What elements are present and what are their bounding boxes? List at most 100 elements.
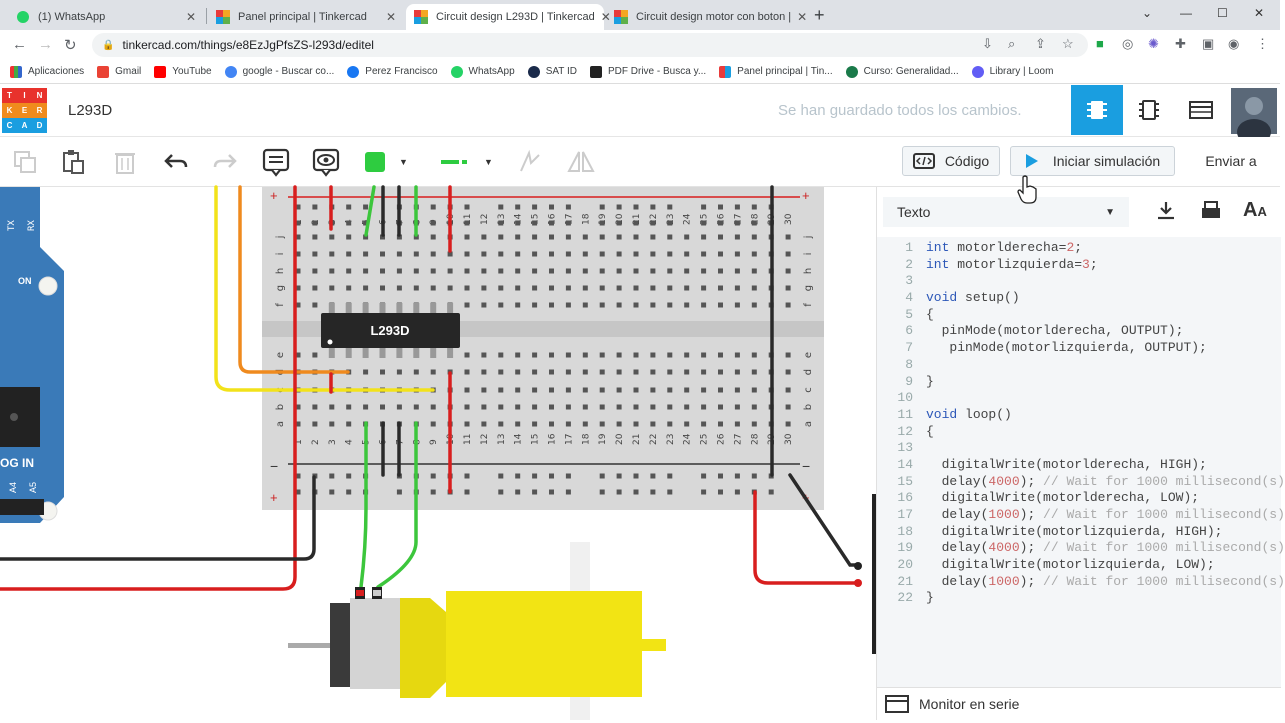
breadboard-hole[interactable] xyxy=(616,302,622,308)
breadboard-hole[interactable] xyxy=(667,387,673,393)
breadboard-hole[interactable] xyxy=(549,421,554,427)
rail-hole[interactable] xyxy=(464,489,470,495)
breadboard-hole[interactable] xyxy=(582,285,588,291)
breadboard-hole[interactable] xyxy=(684,421,690,427)
code-line[interactable]: delay(1000); // Wait for 1000 millisecon… xyxy=(926,573,1285,589)
breadboard-hole[interactable] xyxy=(718,421,723,427)
code-line[interactable]: { xyxy=(926,423,934,439)
breadboard-hole[interactable] xyxy=(549,404,554,410)
breadboard-hole[interactable] xyxy=(532,369,538,375)
tab-circuit-motor[interactable]: Circuit design motor con boton | ✕ xyxy=(606,4,807,30)
breadboard-hole[interactable] xyxy=(549,369,554,375)
breadboard-hole[interactable] xyxy=(329,234,335,240)
rail-hole[interactable] xyxy=(565,204,571,210)
bookmark-apps[interactable]: Aplicaciones xyxy=(10,65,84,78)
code-button[interactable]: Código xyxy=(902,146,1000,176)
breadboard-hole[interactable] xyxy=(549,268,554,274)
breadboard-hole[interactable] xyxy=(498,369,504,375)
breadboard-hole[interactable] xyxy=(616,404,622,410)
breadboard-hole[interactable] xyxy=(599,234,605,240)
breadboard-hole[interactable] xyxy=(430,268,436,274)
breadboard-hole[interactable] xyxy=(515,268,521,274)
wire-endpoint[interactable] xyxy=(854,579,862,587)
rail-hole[interactable] xyxy=(515,204,521,210)
breadboard-hole[interactable] xyxy=(616,387,622,393)
breadboard-hole[interactable] xyxy=(701,234,707,240)
rail-hole[interactable] xyxy=(751,204,757,210)
breadboard-hole[interactable] xyxy=(565,285,571,291)
reload-icon[interactable]: ↻ xyxy=(64,37,77,54)
breadboard-hole[interactable] xyxy=(498,302,504,308)
breadboard-hole[interactable] xyxy=(599,352,605,358)
breadboard-hole[interactable] xyxy=(549,387,554,393)
paste-button[interactable] xyxy=(58,147,88,177)
breadboard-hole[interactable] xyxy=(430,421,436,427)
breadboard-hole[interactable] xyxy=(565,421,571,427)
rail-hole[interactable] xyxy=(701,473,707,479)
rail-hole[interactable] xyxy=(515,473,521,479)
breadboard-hole[interactable] xyxy=(312,404,318,410)
breadboard-hole[interactable] xyxy=(498,285,504,291)
undo-button[interactable] xyxy=(161,147,191,177)
breadboard-hole[interactable] xyxy=(396,285,402,291)
breadboard-hole[interactable] xyxy=(734,387,740,393)
breadboard-hole[interactable] xyxy=(734,268,740,274)
breadboard-hole[interactable] xyxy=(549,234,554,240)
breadboard-hole[interactable] xyxy=(599,421,605,427)
breadboard-hole[interactable] xyxy=(532,302,538,308)
breadboard-hole[interactable] xyxy=(633,285,639,291)
bookmark-gmail[interactable]: Gmail xyxy=(97,65,141,78)
rail-hole[interactable] xyxy=(565,473,571,479)
breadboard-hole[interactable] xyxy=(447,268,453,274)
l293d-chip[interactable]: L293D xyxy=(321,303,460,358)
rail-hole[interactable] xyxy=(329,489,335,495)
project-name[interactable]: L293D xyxy=(68,102,113,119)
wire-red-power[interactable] xyxy=(0,185,297,591)
breadboard-hole[interactable] xyxy=(718,369,723,375)
breadboard-hole[interactable] xyxy=(346,268,352,274)
bookmark-curso[interactable]: Curso: Generalidad... xyxy=(845,65,959,78)
breadboard-hole[interactable] xyxy=(346,251,352,257)
breadboard-hole[interactable] xyxy=(650,387,656,393)
breadboard-hole[interactable] xyxy=(464,234,470,240)
code-line[interactable] xyxy=(926,440,1281,457)
breadboard-hole[interactable] xyxy=(599,387,605,393)
rail-hole[interactable] xyxy=(346,489,352,495)
breadboard-hole[interactable] xyxy=(751,404,757,410)
bookmark-youtube[interactable]: YouTube xyxy=(154,65,212,78)
breadboard-hole[interactable] xyxy=(633,421,639,427)
breadboard-hole[interactable] xyxy=(295,302,301,308)
breadboard-hole[interactable] xyxy=(701,421,707,427)
serial-monitor-bar[interactable]: Monitor en serie xyxy=(877,687,1281,720)
breadboard-hole[interactable] xyxy=(565,369,571,375)
rail-hole[interactable] xyxy=(363,204,369,210)
rail-hole[interactable] xyxy=(329,473,335,479)
breadboard-hole[interactable] xyxy=(616,285,622,291)
breadboard-hole[interactable] xyxy=(582,421,588,427)
rail-hole[interactable] xyxy=(549,204,554,210)
code-line[interactable]: digitalWrite(motorlderecha, LOW); xyxy=(926,490,1200,506)
breadboard-hole[interactable] xyxy=(734,285,740,291)
breadboard-hole[interactable] xyxy=(396,251,402,257)
breadboard-hole[interactable] xyxy=(616,369,622,375)
breadboard-hole[interactable] xyxy=(599,285,605,291)
bookmark-loom[interactable]: Library | Loom xyxy=(971,65,1053,78)
breadboard-hole[interactable] xyxy=(295,421,301,427)
rail-hole[interactable] xyxy=(312,204,318,210)
rail-hole[interactable] xyxy=(667,220,673,226)
breadboard-hole[interactable] xyxy=(650,251,656,257)
wire-endpoint[interactable] xyxy=(854,562,862,570)
code-line[interactable] xyxy=(926,390,1281,407)
rail-hole[interactable] xyxy=(295,489,301,495)
breadboard-hole[interactable] xyxy=(684,234,690,240)
breadboard-hole[interactable] xyxy=(734,404,740,410)
forward-icon[interactable]: → xyxy=(38,36,53,53)
breadboard-hole[interactable] xyxy=(701,302,707,308)
breadboard-hole[interactable] xyxy=(734,234,740,240)
rail-hole[interactable] xyxy=(515,489,521,495)
breadboard-hole[interactable] xyxy=(582,268,588,274)
breadboard-hole[interactable] xyxy=(684,387,690,393)
breadboard-hole[interactable] xyxy=(396,268,402,274)
rail-hole[interactable] xyxy=(464,473,470,479)
breadboard-hole[interactable] xyxy=(380,234,385,240)
